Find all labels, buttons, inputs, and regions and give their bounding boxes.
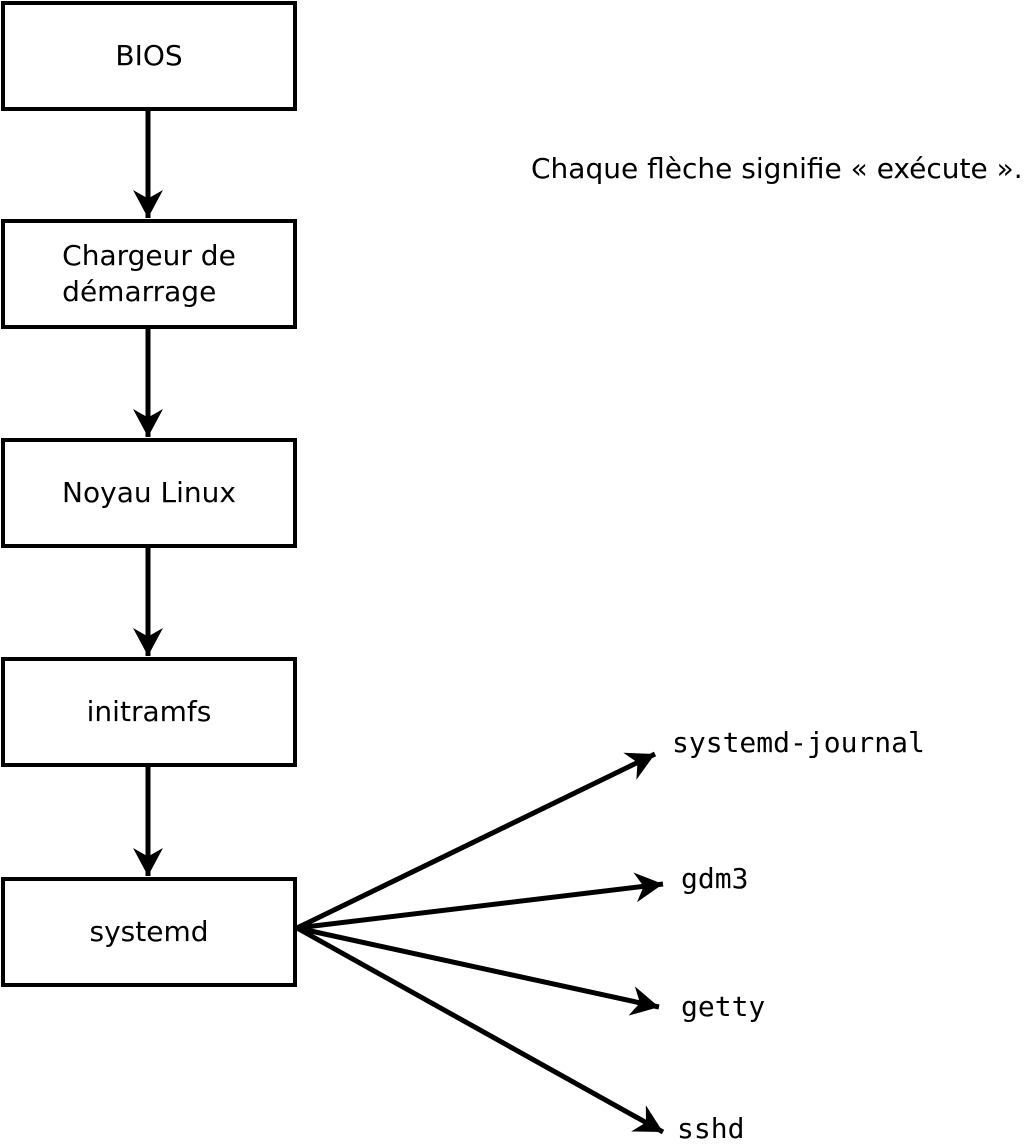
box-label-line: BIOS — [115, 39, 183, 72]
arrow-systemd-to-systemd-journal — [295, 751, 657, 931]
arrow-systemd-to-sshd — [295, 925, 665, 1135]
process-label-gdm3: gdm3 — [681, 862, 749, 895]
process-label-sshd: sshd — [677, 1112, 745, 1144]
flow-box-bios-label: BIOS — [115, 38, 182, 74]
box-label-line: Noyau Linux — [62, 476, 236, 509]
flow-box-initramfs-label: initramfs — [87, 694, 212, 730]
arrow-systemd-to-getty — [296, 925, 660, 1016]
box-label-line: systemd — [89, 915, 209, 948]
flow-box-kernel-label: Noyau Linux — [62, 475, 236, 511]
box-label-line: Chargeur de — [62, 239, 236, 272]
box-label-line: démarrage — [62, 275, 217, 308]
diagram-caption: Chaque flèche signifie « exécute ». — [531, 152, 1023, 185]
flow-box-initramfs: initramfs — [1, 657, 297, 767]
flow-box-kernel: Noyau Linux — [1, 438, 297, 548]
process-label-getty: getty — [681, 990, 766, 1023]
flow-box-systemd: systemd — [1, 877, 297, 987]
arrow-systemd-to-gdm3 — [296, 872, 664, 931]
box-label-line: initramfs — [86, 695, 212, 728]
process-label-systemd-journal: systemd-journal — [672, 726, 925, 759]
flow-box-systemd-label: systemd — [90, 914, 209, 950]
flow-box-bios: BIOS — [1, 1, 297, 111]
flow-box-bootloader: Chargeur de démarrage — [1, 219, 297, 329]
flow-box-bootloader-label: Chargeur de démarrage — [62, 238, 236, 310]
